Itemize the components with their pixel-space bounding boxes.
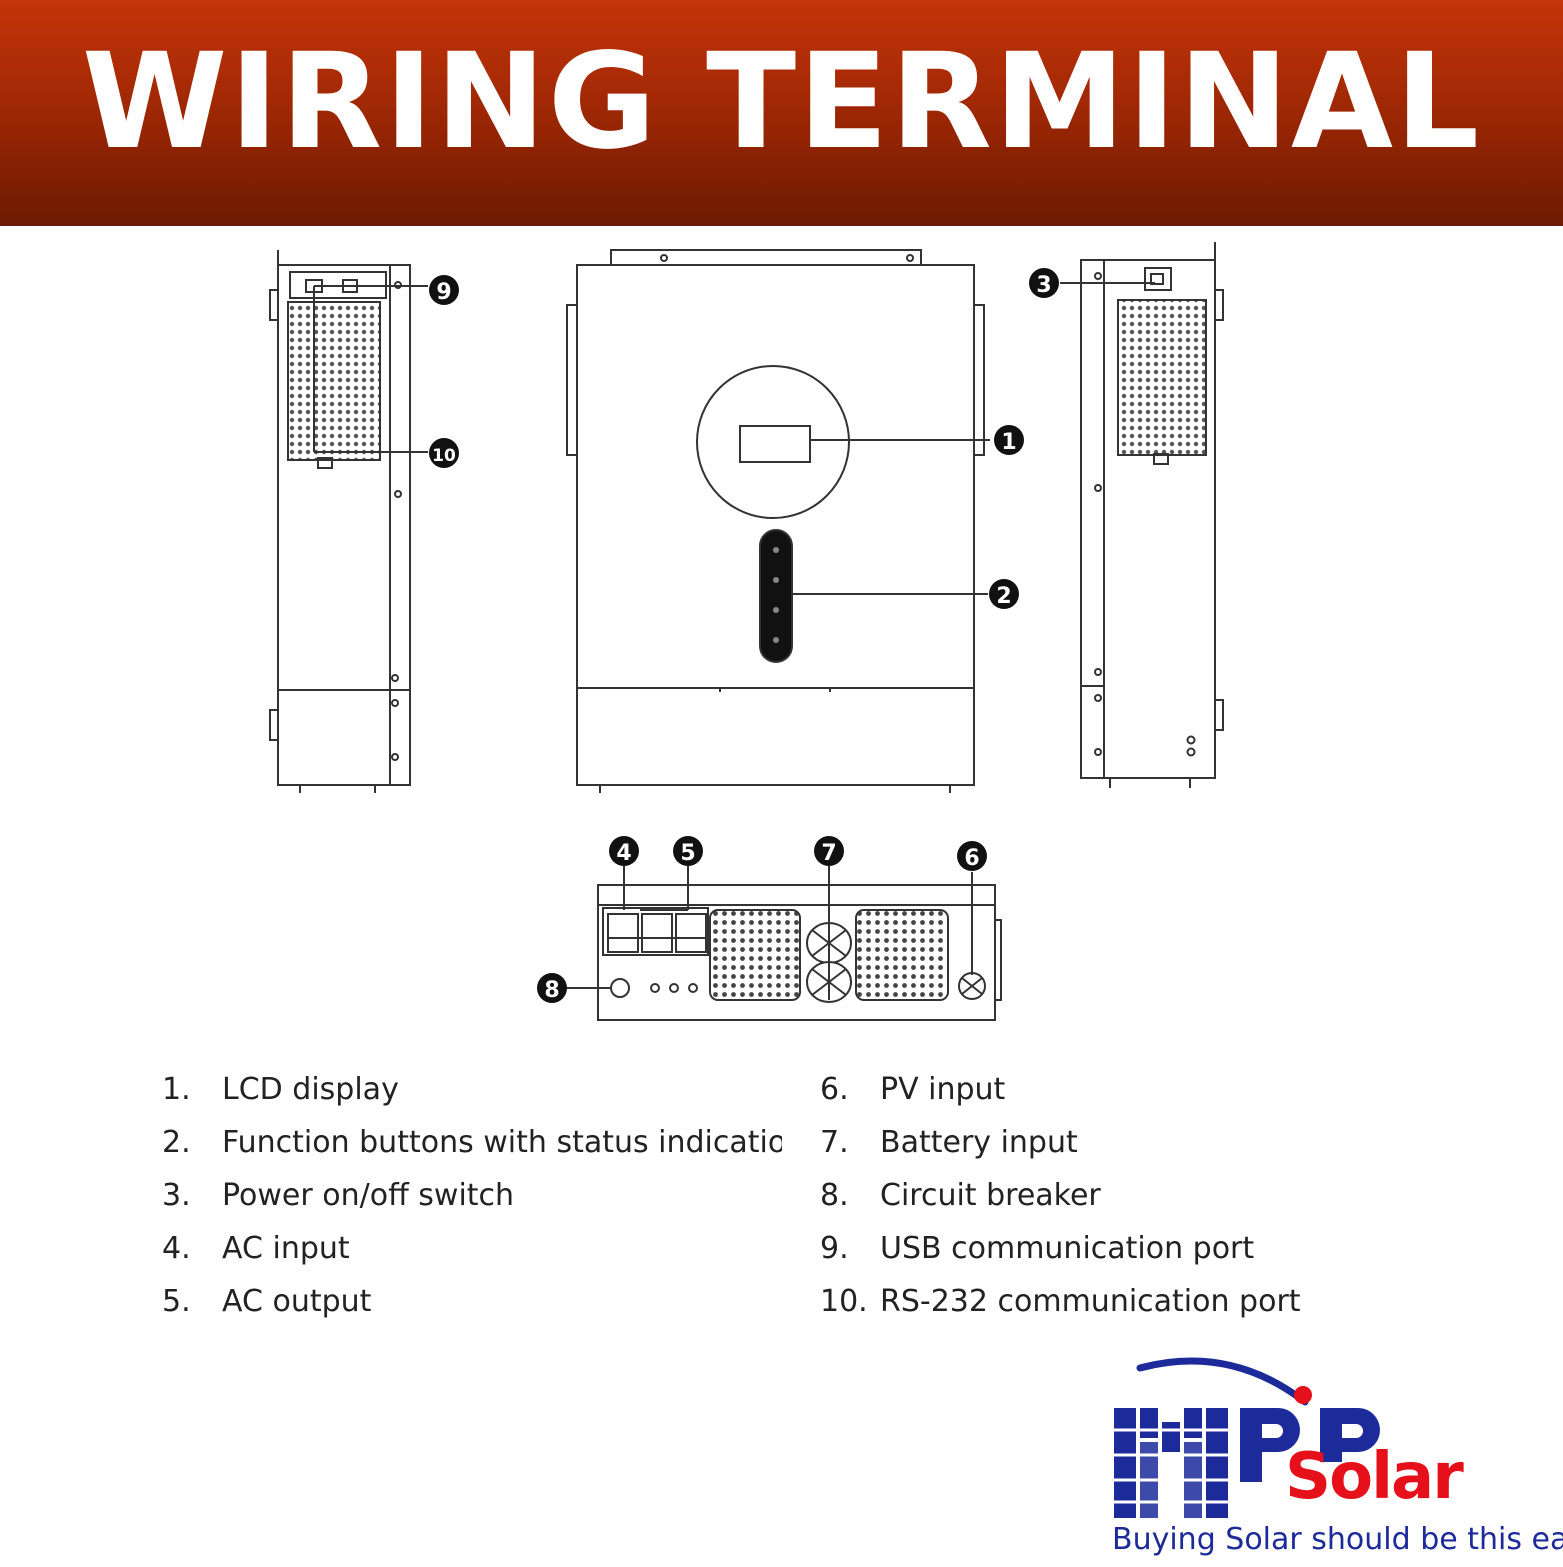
mpp-solar-logo: Solar Buying Solar should be this easy: [1100, 1350, 1563, 1563]
front-view: [566, 249, 990, 793]
callout-5: 5: [673, 836, 703, 866]
svg-text:3: 3: [1036, 273, 1051, 298]
legend-item: 1.LCD display: [162, 1072, 399, 1107]
power-switch: [1144, 267, 1172, 291]
page-title: WIRING TERMINAL: [81, 25, 1482, 179]
legend-item: 8.Circuit breaker: [820, 1178, 1101, 1213]
callout-9: 9: [429, 275, 459, 305]
bottom-view: [566, 866, 1002, 1021]
inverter-diagram: 1 2 3 4 5 6 7 8 9 10: [269, 242, 1224, 1021]
legend-item: 9.USB communication port: [820, 1231, 1255, 1266]
callout-7: 7: [814, 836, 844, 866]
svg-text:10: 10: [432, 446, 456, 466]
svg-text:7: 7: [821, 841, 836, 866]
callout-8: 8: [537, 973, 567, 1003]
svg-text:9: 9: [436, 280, 451, 305]
legend-item: 4.AC input: [162, 1231, 350, 1266]
left-side-view: [269, 250, 428, 793]
svg-text:2: 2: [996, 584, 1011, 609]
legend-item: 5.AC output: [162, 1284, 372, 1319]
svg-text:5: 5: [680, 841, 695, 866]
lcd-bezel: [696, 365, 850, 519]
logo-tagline: Buying Solar should be this easy: [1112, 1522, 1563, 1557]
svg-text:8: 8: [544, 978, 559, 1003]
callout-2: 2: [989, 579, 1019, 609]
svg-text:4: 4: [616, 841, 631, 866]
callout-1: 1: [994, 425, 1024, 455]
callout-6: 6: [957, 841, 987, 871]
logo-word: Solar: [1285, 1440, 1464, 1514]
legend-item: 3.Power on/off switch: [162, 1178, 515, 1213]
legend-left: 1.LCD display 2.Function buttons with st…: [162, 1072, 782, 1337]
callout-badges: 1 2 3 4 5 6 7 8 9 10: [429, 268, 1059, 1003]
legend-item: 7.Battery input: [820, 1125, 1078, 1160]
function-button-panel: [759, 529, 793, 663]
callout-3: 3: [1029, 268, 1059, 298]
svg-text:6: 6: [964, 846, 979, 871]
legend-item: 6.PV input: [820, 1072, 1006, 1107]
title-banner: WIRING TERMINAL: [0, 0, 1563, 226]
logo-mark: [1114, 1357, 1380, 1518]
svg-text:1: 1: [1001, 430, 1016, 455]
legend-item: 10.RS-232 communication port: [820, 1284, 1301, 1319]
ac-breaker-block: [602, 907, 709, 956]
lcd-display: [739, 425, 811, 463]
callout-10: 10: [429, 438, 459, 468]
legend-right: 6.PV input 7.Battery input 8.Circuit bre…: [820, 1072, 1380, 1337]
callout-4: 4: [609, 836, 639, 866]
legend-item: 2.Function buttons with status indicatio…: [162, 1125, 782, 1160]
right-side-view: [1060, 242, 1224, 788]
